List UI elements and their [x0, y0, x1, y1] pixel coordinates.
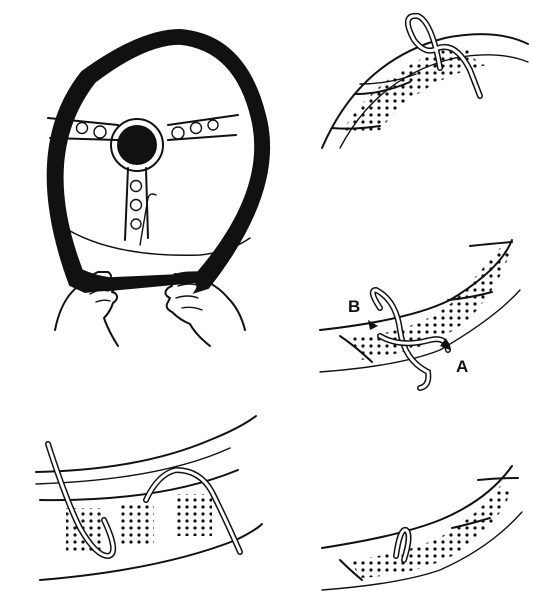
wheel-rim-cord-finished-icon: [321, 465, 523, 591]
steering-wheel-with-hands-icon: [46, 28, 271, 347]
wheel-rim-cord-start-icon: [321, 12, 529, 149]
wheel-rim-cord-crossing-icon: B A: [319, 239, 521, 391]
label-a: A: [456, 357, 468, 376]
wheel-rim-cord-closeup-icon: [35, 415, 263, 581]
label-b: B: [348, 297, 360, 316]
